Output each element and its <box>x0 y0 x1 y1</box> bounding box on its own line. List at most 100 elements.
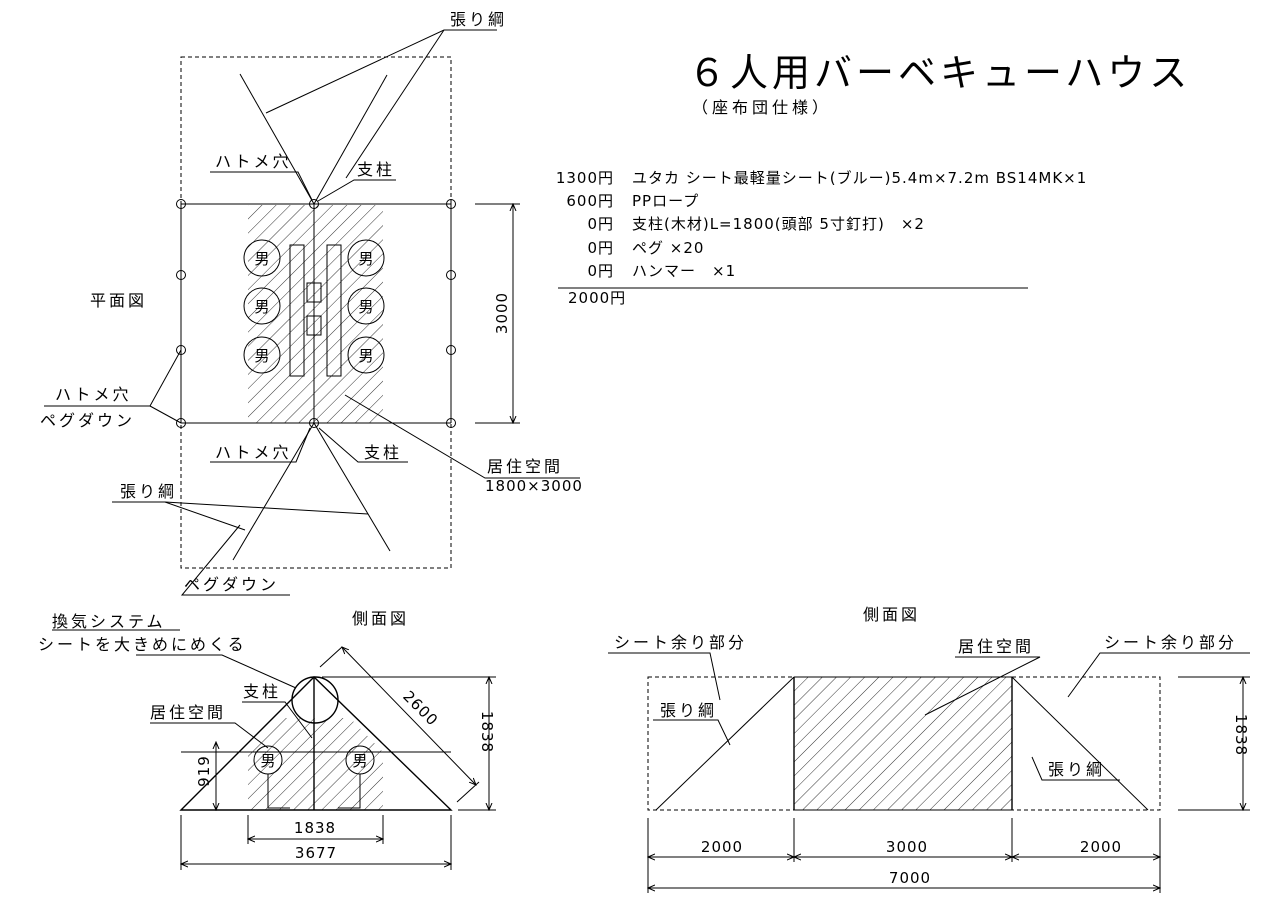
dim-1838-v: 1838 <box>478 711 496 753</box>
plan-view: 男 男 男 男 男 男 張り綱 ハトメ穴 支柱 平面図 ハトメ穴 ペグダウン 3… <box>40 10 583 596</box>
vent-circle <box>291 676 339 724</box>
pole-bottom-marker <box>309 418 319 428</box>
leader-line <box>924 656 1041 716</box>
leader-line <box>210 171 313 201</box>
grommet <box>176 270 186 280</box>
person-label: 男 <box>358 250 373 268</box>
grommet <box>446 418 456 428</box>
living-space-size: 1800×3000 <box>485 477 583 495</box>
side-view-left-label: 側面図 <box>352 609 409 628</box>
materials-list: 1300円 ユタカ シート最軽量シート(ブルー)5.4m×7.2m BS14MK… <box>556 169 1087 307</box>
leader-line <box>608 652 721 701</box>
leader-line <box>164 501 369 515</box>
material-price: 0円 <box>587 239 614 257</box>
vent-label-detail: シートを大きめにめくる <box>38 635 247 654</box>
grommet <box>176 199 186 209</box>
plan-view-label: 平面図 <box>90 291 147 310</box>
leader-line <box>180 524 290 596</box>
dim-2600: 2600 <box>399 687 442 730</box>
pole-label-bottom: 支柱 <box>364 443 402 462</box>
vent-label: 換気システム <box>52 612 166 631</box>
leader-line <box>112 501 246 531</box>
leader-line <box>1031 756 1120 781</box>
grommet <box>446 270 456 280</box>
person-circle <box>347 239 385 277</box>
material-price: 0円 <box>587 215 614 233</box>
excess-label-right: シート余り部分 <box>1104 633 1237 652</box>
leader-line <box>210 427 311 463</box>
grommet <box>176 418 186 428</box>
dim-7000: 7000 <box>889 869 931 887</box>
guy-rope-label-right: 張り綱 <box>1048 760 1105 779</box>
leader-line <box>345 29 445 179</box>
pole-top-marker <box>309 199 319 209</box>
pole-label-side: 支柱 <box>243 682 281 701</box>
side-view-right: 側面図 シート余り部分 シート余り部分 居住空間 張り綱 張り綱 1838 <box>608 605 1250 893</box>
grommet <box>176 345 186 355</box>
living-space-label-side: 居住空間 <box>150 703 226 722</box>
material-item: PPロープ <box>632 192 699 210</box>
person-outline <box>267 774 290 809</box>
grommet <box>446 345 456 355</box>
material-price: 600円 <box>566 192 614 210</box>
living-space-hatch <box>794 677 1012 810</box>
guy-rope <box>313 74 388 205</box>
leader-line <box>242 701 313 739</box>
material-price: 0円 <box>587 262 614 280</box>
peg-down-label-bottom: ペグダウン <box>184 575 279 594</box>
ext-line <box>319 646 343 668</box>
material-item: ペグ ×20 <box>632 239 704 257</box>
dim-line-2600 <box>342 647 476 785</box>
person-circle <box>243 239 281 277</box>
guy-rope <box>313 422 391 552</box>
leader-line <box>1067 652 1250 698</box>
dim-919: 919 <box>195 755 213 787</box>
material-item: 支柱(木材)L=1800(頭部 5寸釘打) ×2 <box>632 215 925 233</box>
person-label: 男 <box>254 298 269 316</box>
leader-line <box>150 722 269 749</box>
material-item: ユタカ シート最軽量シート(ブルー)5.4m×7.2m BS14MK×1 <box>632 169 1087 187</box>
person-label: 男 <box>254 250 269 268</box>
excess-label-left: シート余り部分 <box>614 633 747 652</box>
guy-rope-label-top: 張り綱 <box>450 10 507 29</box>
person-label: 男 <box>260 752 275 770</box>
material-total: 2000円 <box>568 289 626 307</box>
grommet-label-bottom: ハトメ穴 <box>215 443 291 462</box>
leader-line <box>265 29 497 114</box>
dim-2000-right: 2000 <box>1080 838 1122 856</box>
leader-line <box>318 427 408 463</box>
table-box <box>306 282 322 303</box>
dim-1838-right: 1838 <box>1232 714 1250 756</box>
person-circle <box>243 287 281 325</box>
dim-3677: 3677 <box>295 844 337 862</box>
dim-2000-left: 2000 <box>701 838 743 856</box>
peg-down-label-side: ペグダウン <box>40 411 135 430</box>
pole-label-top: 支柱 <box>357 160 395 179</box>
guy-rope-right <box>1011 676 1149 811</box>
side-view-right-label: 側面図 <box>863 605 920 624</box>
leader-line <box>344 394 580 479</box>
guy-rope-label-left: 張り綱 <box>660 701 717 720</box>
grommet <box>446 199 456 209</box>
grommet-label-top: ハトメ穴 <box>215 152 291 171</box>
living-space-hatch <box>248 205 383 423</box>
person-label: 男 <box>352 752 367 770</box>
material-price: 1300円 <box>556 169 614 187</box>
side-view-left: 側面図 男 男 換気システム シートを大きめにめくる 支柱 居住空間 2600 <box>38 609 496 870</box>
leader-line <box>653 719 731 746</box>
dim-1838-h: 1838 <box>294 819 336 837</box>
person-circle <box>243 336 281 374</box>
person-label: 男 <box>358 347 373 365</box>
guy-rope <box>232 422 315 561</box>
person-label: 男 <box>358 298 373 316</box>
cushion-left <box>289 244 305 377</box>
person-label: 男 <box>254 347 269 365</box>
guy-rope <box>239 73 315 205</box>
living-space-label-right: 居住空間 <box>958 637 1034 656</box>
dim-3000: 3000 <box>493 292 511 334</box>
page-title: ６人用バーベキューハウス <box>688 51 1191 95</box>
guy-rope-label-bottom: 張り綱 <box>120 482 177 501</box>
guy-rope-left <box>655 676 795 811</box>
dim-3000-side: 3000 <box>886 838 928 856</box>
